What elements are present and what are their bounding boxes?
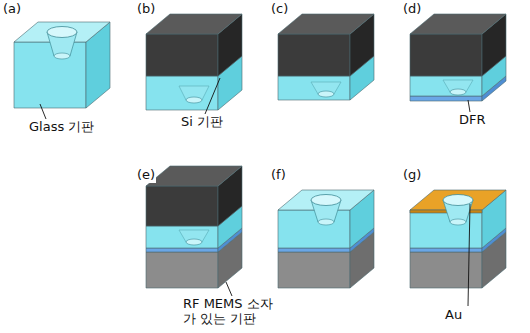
- leader-line: [205, 78, 220, 114]
- si-substrate: [410, 14, 506, 34]
- cavity: [47, 27, 77, 60]
- glass-substrate: [410, 76, 482, 96]
- si-substrate: [146, 14, 242, 34]
- rf-mems-substrate: [410, 252, 482, 288]
- dfr-layer: [410, 248, 482, 252]
- cavity: [179, 86, 209, 103]
- si-substrate: [410, 34, 482, 76]
- glass-substrate: [146, 76, 218, 110]
- cavity: [311, 82, 341, 97]
- glass-substrate: [14, 42, 86, 108]
- cavity: [179, 230, 209, 245]
- glass-substrate: [146, 226, 218, 248]
- cavity: [443, 195, 473, 226]
- part-label: Glass 기판: [28, 120, 95, 135]
- step-label: (g): [402, 168, 422, 183]
- dfr-layer: [278, 248, 350, 252]
- glass-substrate: [278, 76, 350, 100]
- si-substrate: [278, 14, 374, 34]
- part-label: Au: [444, 308, 463, 323]
- leader-line: [40, 104, 46, 119]
- part-label: Si 기판: [180, 115, 224, 130]
- si-substrate: [146, 34, 218, 76]
- part-label: DFR: [458, 113, 487, 128]
- leader-line: [226, 282, 232, 296]
- step-label: (d): [402, 2, 422, 17]
- step-label: (c): [270, 2, 289, 17]
- part-label: RF MEMS 소자가 있는 기판: [182, 297, 280, 327]
- dfr-layer: [146, 248, 218, 252]
- cavity: [311, 195, 341, 226]
- leader-line: [468, 100, 470, 112]
- cavity: [443, 80, 473, 95]
- glass-substrate: [410, 210, 482, 248]
- si-substrate: [278, 34, 350, 76]
- step-label: (f): [270, 168, 287, 183]
- si-substrate: [146, 166, 242, 186]
- glass-substrate: [278, 210, 350, 248]
- leader-line: [468, 204, 470, 306]
- step-label: (b): [136, 2, 156, 17]
- dfr-layer: [410, 96, 482, 101]
- step-label: (a): [2, 2, 22, 17]
- rf-mems-substrate: [146, 252, 218, 288]
- step-label: (e): [136, 168, 156, 183]
- rf-mems-substrate: [278, 252, 350, 288]
- si-substrate: [146, 186, 218, 226]
